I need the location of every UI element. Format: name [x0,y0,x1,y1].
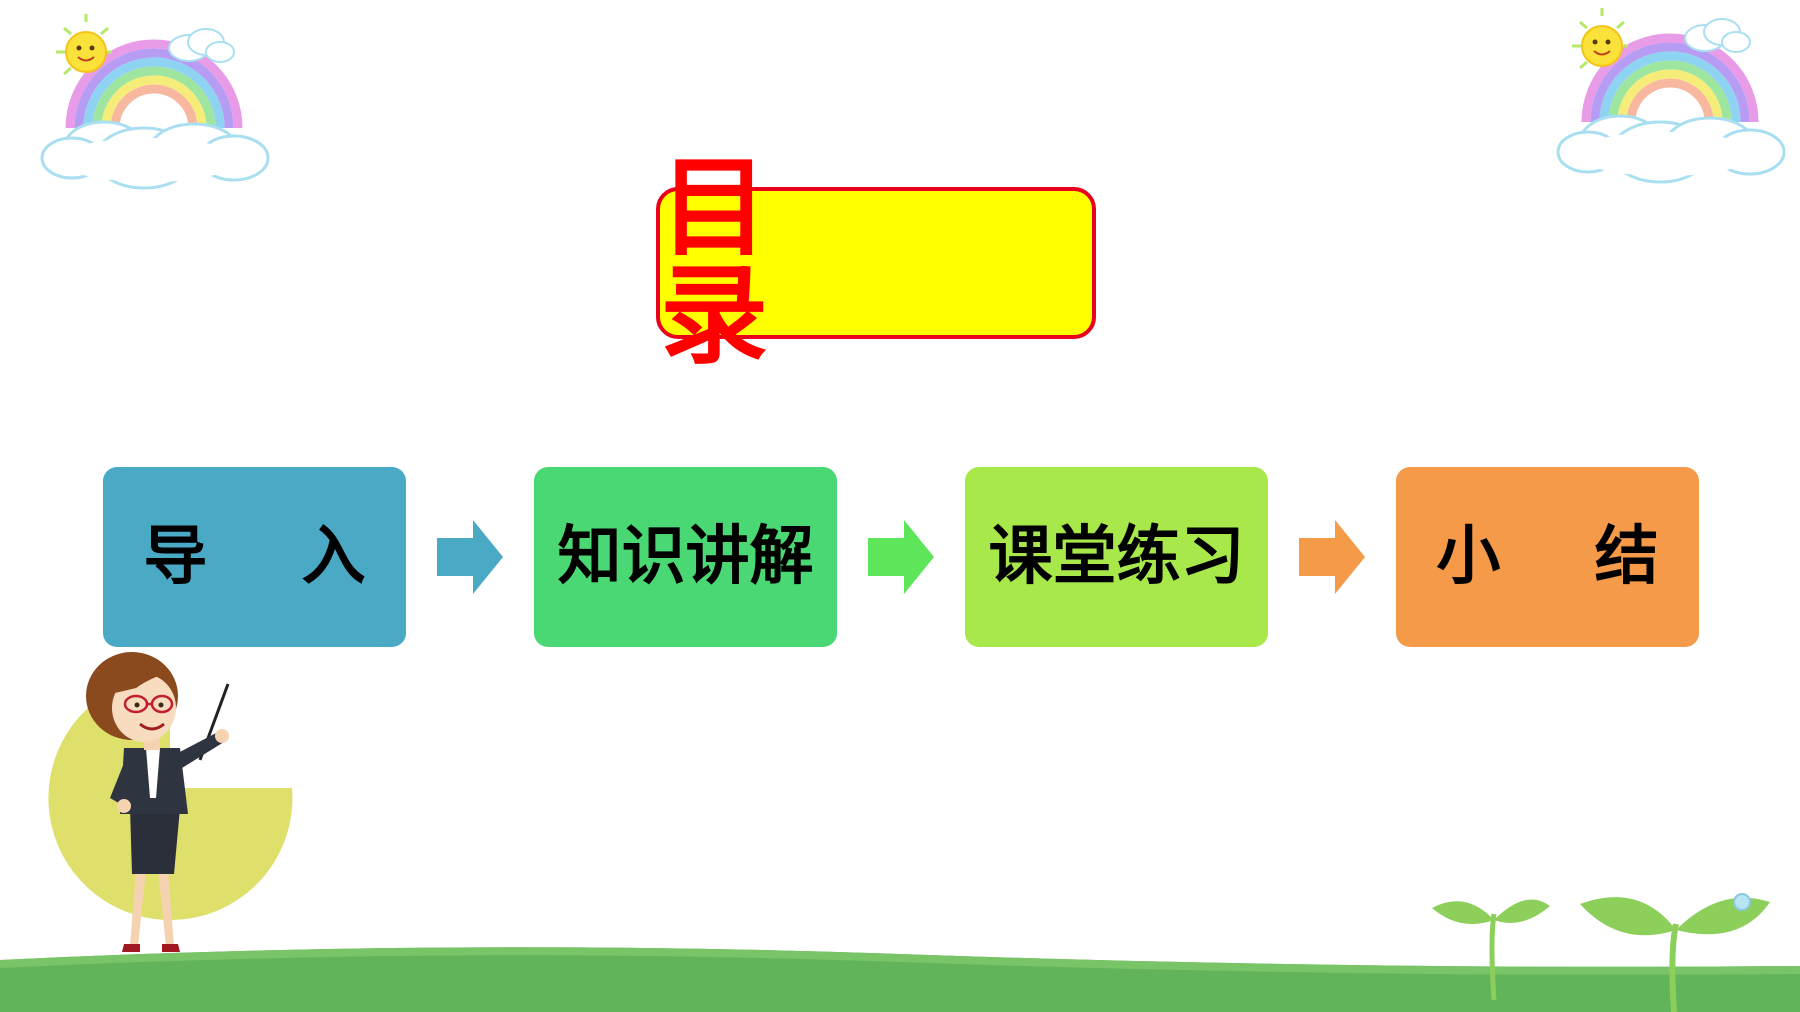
step-label: 小 结 [1436,520,1695,594]
step-label: 导 入 [143,520,402,594]
arrow-right-icon [1299,520,1365,594]
grass-ground [0,947,1800,1012]
step-knowledge[interactable]: 知识讲解 [534,467,837,647]
rainbow-sun-decoration-right [1556,8,1786,184]
step-intro[interactable]: 导 入 [103,467,406,647]
teacher-illustration [48,652,293,952]
rainbow-sun-decoration-left [40,14,270,190]
title-box: 目 录 [656,155,1096,371]
page-title: 目 录 [660,146,865,379]
step-label: 知识讲解 [557,520,814,594]
arrow-right-icon [868,520,934,594]
sprout-decoration [1432,893,1770,1012]
step-summary[interactable]: 小 结 [1396,467,1699,647]
step-practice[interactable]: 课堂练习 [965,467,1268,647]
arrow-right-icon [437,520,503,594]
step-label: 课堂练习 [988,520,1245,594]
